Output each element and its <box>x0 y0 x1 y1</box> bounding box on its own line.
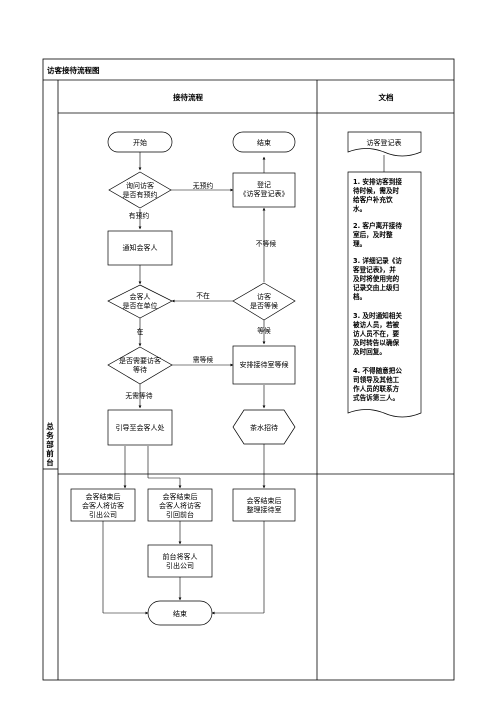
guide-node: 引导至会客人处 <box>107 409 173 446</box>
connectors <box>102 152 266 615</box>
decision-host-present: 会客人 是否在单位 <box>107 284 173 319</box>
note-item: 4. 不得随意把公 司领导及其他工 作人员的联系方 式告诉第三人。 <box>353 366 402 402</box>
note-line: 及时转告以确保 <box>353 338 400 347</box>
decision-line: 是否在单位 <box>123 301 158 310</box>
department-side-label: 总 务 部 前 台 <box>46 421 54 467</box>
node-line: 引出公司 <box>166 561 194 570</box>
guide-label: 引导至会客人处 <box>116 423 165 432</box>
tea-node: 茶水招待 <box>232 409 296 445</box>
edge-label-in: 在 <box>137 327 144 336</box>
note-line: 档。 <box>352 292 366 301</box>
decision-line: 等待 <box>133 365 147 374</box>
note-line: 及时将使用完的 <box>353 274 400 283</box>
note-line: 理。 <box>353 239 366 248</box>
note-line: 水。 <box>353 204 366 213</box>
end-bottom-label: 结束 <box>173 609 187 618</box>
arrange-room-label: 安排接待室等候 <box>240 360 289 369</box>
note-line: 式告诉第三人。 <box>353 393 399 402</box>
front-escort-out-node: 前台将客人 引出公司 <box>147 544 213 578</box>
host-return-front-node: 会客结束后 会客人将访客 引回前台 <box>147 488 213 522</box>
side-char: 务 <box>46 430 54 440</box>
decision-line: 是否等候 <box>250 301 278 310</box>
end-node-bottom: 结束 <box>147 600 213 626</box>
note-item: 3. 详细记录《访 客登记表》，并 及时将使用完的 记录交由上级归 档。 <box>352 256 402 301</box>
side-char: 总 <box>46 421 54 431</box>
start-label: 开始 <box>133 138 147 147</box>
node-line: 前台将客人 <box>163 552 198 561</box>
note-line: 4. 不得随意把公 <box>353 366 402 375</box>
note-line: 记录交由上级归 <box>353 283 400 292</box>
end-node-top: 结束 <box>232 131 296 153</box>
node-line: 会客人将访客 <box>159 501 201 510</box>
edge-label-wait: 等候 <box>257 326 271 335</box>
register-node: 登记 《访客登记表》 <box>232 172 296 208</box>
note-line: 作人员的联系方 <box>353 384 400 393</box>
side-char: 前 <box>46 448 54 458</box>
note-line: 及时回复。 <box>353 347 386 356</box>
host-escort-out-node: 会客结束后 会客人将访客 引出公司 <box>70 488 136 522</box>
end-top-label: 结束 <box>257 138 271 147</box>
note-item: 2. 客户离开接待 室后，及时整 理。 <box>353 221 402 248</box>
notify-host-node: 通知会客人 <box>107 230 173 266</box>
diagram-title: 访客接待流程图 <box>47 65 100 75</box>
decision-line: 是否有预约 <box>123 190 158 199</box>
note-line: 3. 详细记录《访 <box>353 256 402 265</box>
edge-label-no-appointment: 无预约 <box>193 181 214 190</box>
side-char: 部 <box>46 439 54 449</box>
node-line: 引回前台 <box>166 510 194 519</box>
notify-label: 通知会客人 <box>123 243 158 252</box>
visitor-form-label: 访客登记表 <box>367 138 402 147</box>
decision-need-wait: 是否需要访客 等待 <box>107 346 173 385</box>
edge-label-no-wait: 不等候 <box>256 239 277 248</box>
note-line: 待时候，需及时 <box>353 186 400 195</box>
note-line: 室后，及时整 <box>353 230 393 239</box>
edge-label-need-wait: 需等候 <box>193 355 214 364</box>
edge-label-has-appointment: 有预约 <box>129 211 150 220</box>
side-char: 台 <box>46 457 54 467</box>
edge-label-not-in: 不在 <box>196 291 210 300</box>
decision-line: 会客人 <box>130 292 151 301</box>
process-column-header: 接待流程 <box>173 92 203 102</box>
note-line: 3. 及时通知相关 <box>353 311 402 320</box>
note-line: 1. 安排访客到接 <box>353 177 402 186</box>
node-line: 引出公司 <box>89 510 117 519</box>
node-line: 整理接待室 <box>247 505 282 514</box>
register-line: 登记 <box>257 180 271 189</box>
note-line: 访人员不在，要 <box>353 329 400 338</box>
note-line: 2. 客户离开接待 <box>353 221 402 230</box>
decision-line: 访客 <box>257 292 271 301</box>
decision-line: 询问访客 <box>126 181 154 190</box>
note-line: 司领导及其他工 <box>353 375 400 384</box>
table-frame <box>42 58 455 681</box>
node-line: 会客结束后 <box>247 496 282 505</box>
start-node: 开始 <box>107 131 173 153</box>
note-line: 给客户补充饮 <box>353 195 393 204</box>
edge-label-no-need-wait: 无需等待 <box>125 391 152 400</box>
note-line: 被访人员，若被 <box>353 320 400 329</box>
note-item: 3. 及时通知相关 被访人员，若被 访人员不在，要 及时转告以确保 及时回复。 <box>353 311 402 356</box>
docs-column-header: 文档 <box>379 92 394 102</box>
note-line: 客登记表》，并 <box>352 265 396 274</box>
decision-line: 是否需要访客 <box>119 356 161 365</box>
arrange-room-node: 安排接待室等候 <box>232 345 296 385</box>
clean-room-node: 会客结束后 整理接待室 <box>232 488 296 522</box>
node-line: 会客结束后 <box>163 492 198 501</box>
register-line: 《访客登记表》 <box>240 189 289 198</box>
decision-appointment: 询问访客 是否有预约 <box>108 171 172 209</box>
node-line: 会客结束后 <box>86 492 121 501</box>
note-item: 1. 安排访客到接 待时候，需及时 给客户补充饮 水。 <box>353 177 402 213</box>
decision-visitor-wait: 访客 是否等候 <box>232 282 296 321</box>
tea-label: 茶水招待 <box>250 423 278 432</box>
notes-box: 1. 安排访客到接 待时候，需及时 给客户补充饮 水。 2. 客户离开接待 室后… <box>347 171 422 418</box>
document-shape: 访客登记表 <box>347 131 422 157</box>
node-line: 会客人将访客 <box>82 501 124 510</box>
